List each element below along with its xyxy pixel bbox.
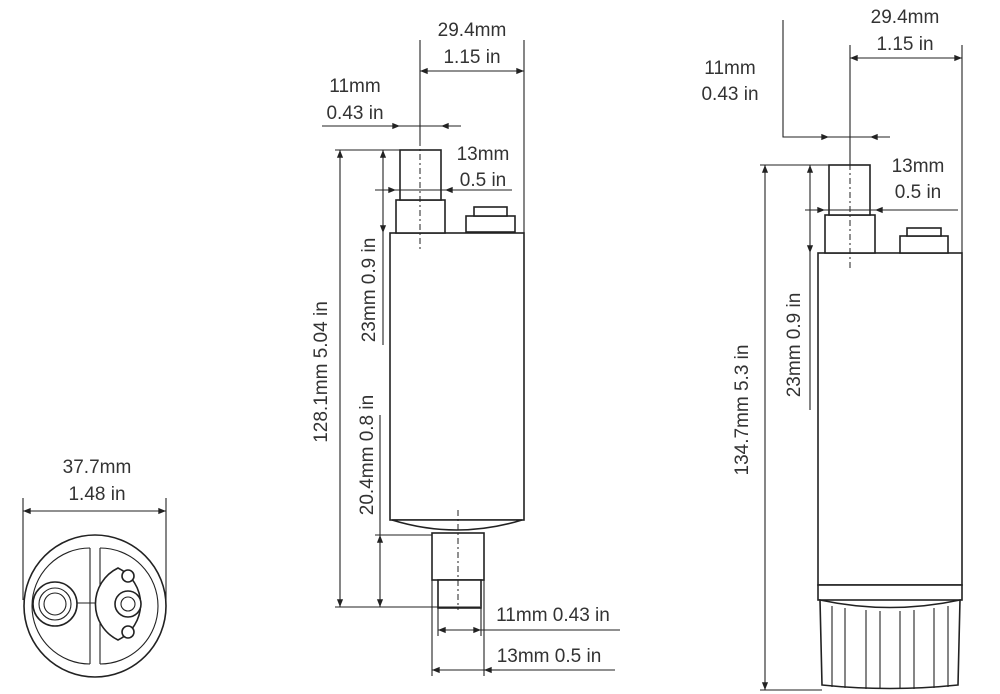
terminal-stud bbox=[906, 227, 942, 237]
pump-body bbox=[389, 232, 525, 521]
overall-length-label: 134.7mm 5.3 in bbox=[732, 345, 753, 476]
pump-body bbox=[817, 252, 963, 586]
outlet-outer-in-label: 0.5 in bbox=[895, 182, 941, 203]
terminal-stud bbox=[120, 596, 136, 612]
width-mm-label: 29.4mm bbox=[438, 20, 507, 41]
terminal-nut bbox=[899, 235, 949, 254]
outlet-outer-mm-label: 13mm bbox=[457, 144, 510, 165]
end-inner-ribs bbox=[31, 547, 159, 665]
inlet-outer-label: 13mm 0.5 in bbox=[497, 646, 602, 667]
outlet-inner-mm-label: 11mm bbox=[704, 58, 755, 79]
outlet-outer-in-label: 0.5 in bbox=[460, 170, 506, 191]
outlet-length-label: 23mm 0.9 in bbox=[784, 293, 805, 398]
outlet-outer-mm-label: 13mm bbox=[892, 156, 945, 177]
overall-length-label: 128.1mm 5.04 in bbox=[311, 301, 332, 443]
outlet-port-inner bbox=[38, 587, 72, 621]
mount-hole bbox=[121, 625, 135, 639]
width-in-label: 1.15 in bbox=[443, 47, 500, 68]
terminal-nut bbox=[114, 590, 142, 618]
pump-bottom-cap bbox=[391, 519, 523, 531]
outlet-length-label: 23mm 0.9 in bbox=[359, 238, 380, 343]
grill-ribs bbox=[831, 606, 949, 689]
inlet-fitting bbox=[437, 579, 482, 609]
inlet-length-label: 20.4mm 0.8 in bbox=[357, 395, 378, 515]
leader-line bbox=[782, 20, 890, 138]
width-in-label: 1.15 in bbox=[876, 34, 933, 55]
inlet-inner-label: 11mm 0.43 in bbox=[496, 605, 610, 626]
outlet-inner-mm-label: 11mm bbox=[329, 76, 380, 97]
outlet-inner-in-label: 0.43 in bbox=[701, 84, 758, 105]
side-view-2: 29.4mm 1.15 in 11mm 0.43 in 13mm 0.5 in … bbox=[701, 7, 963, 691]
terminal-nut bbox=[465, 215, 516, 233]
inlet-filter-grill bbox=[819, 599, 961, 690]
pump-band bbox=[817, 584, 963, 601]
outlet-inner-in-label: 0.43 in bbox=[326, 103, 383, 124]
terminal-stud bbox=[473, 206, 508, 217]
side-view-1: 29.4mm 1.15 in 11mm 0.43 in 13mm 0.5 in … bbox=[311, 20, 620, 676]
end-view: 37.7mm 1.48 in bbox=[22, 457, 167, 678]
outlet-port-bore bbox=[43, 592, 67, 616]
mount-hole bbox=[121, 569, 135, 583]
end-view-width-mm: 37.7mm bbox=[63, 457, 132, 478]
outlet-port-circle bbox=[32, 581, 78, 627]
width-mm-label: 29.4mm bbox=[871, 7, 940, 28]
end-view-width-in: 1.48 in bbox=[68, 484, 125, 505]
